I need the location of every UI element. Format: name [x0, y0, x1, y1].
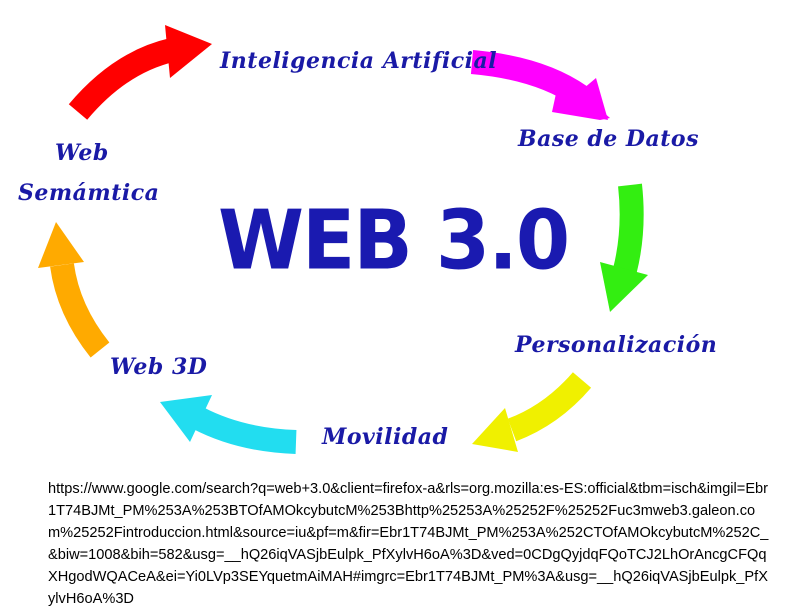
center-title: WEB 3.0 — [218, 193, 570, 289]
green-arrow — [600, 183, 648, 312]
cyan-arrow — [160, 395, 297, 454]
node-inteligencia-artificial: Inteligencia Artificial — [220, 48, 498, 74]
node-movilidad: Movilidad — [322, 424, 449, 450]
node-web-3d: Web 3D — [110, 354, 208, 380]
yellow-arrow — [472, 372, 592, 452]
orange-arrow — [38, 222, 110, 358]
node-personalizacion: Personalización — [515, 332, 718, 358]
red-arrow — [68, 25, 212, 120]
node-semantica: Semámtica — [18, 180, 160, 206]
node-base-de-datos: Base de Datos — [518, 126, 699, 152]
magenta-arrow — [470, 50, 610, 120]
source-url: https://www.google.com/search?q=web+3.0&… — [48, 481, 769, 607]
node-web: Web — [55, 140, 109, 166]
